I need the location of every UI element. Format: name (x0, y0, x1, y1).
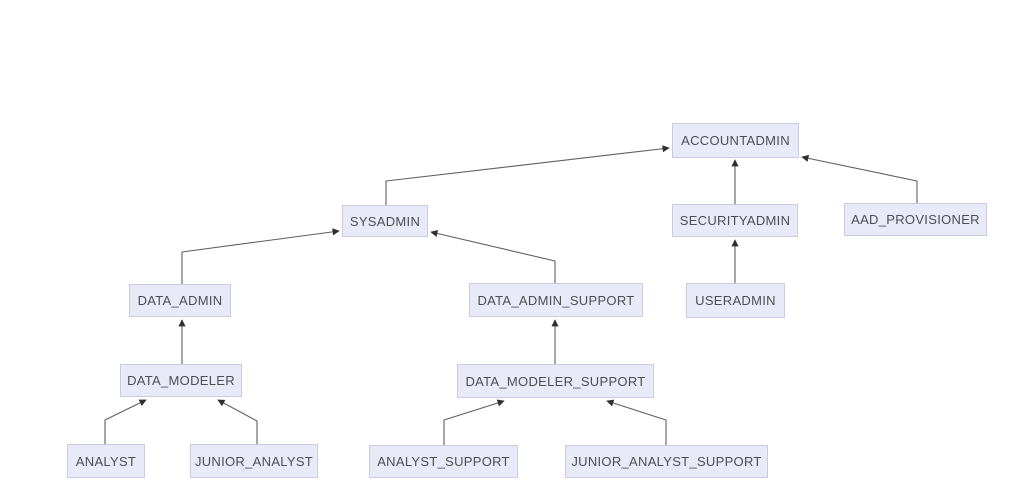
edge-data-admin-to-sysadmin (181, 228, 340, 284)
node-data-modeler-support: DATA_MODELER_SUPPORT (457, 364, 654, 398)
edge-analyst-support-to-data-modeler-support (443, 399, 505, 445)
node-accountadmin: ACCOUNTADMIN (672, 123, 799, 158)
node-data-admin: DATA_ADMIN (129, 284, 231, 317)
node-securityadmin: SECURITYADMIN (672, 204, 798, 237)
edge-aad-provisioner-to-accountadmin (801, 154, 918, 203)
node-aad-provisioner: AAD_PROVISIONER (844, 203, 987, 236)
node-sysadmin: SYSADMIN (342, 205, 428, 237)
node-data-modeler: DATA_MODELER (120, 364, 242, 397)
edge-analyst-to-data-modeler (104, 399, 147, 444)
node-analyst: ANALYST (67, 444, 145, 478)
node-analyst-support: ANALYST_SUPPORT (369, 445, 518, 478)
node-junior-analyst-support: JUNIOR_ANALYST_SUPPORT (565, 445, 768, 478)
edge-junior-analyst-support-to-data-modeler-support (606, 399, 667, 445)
node-data-admin-support: DATA_ADMIN_SUPPORT (469, 283, 643, 317)
edge-sysadmin-to-accountadmin (385, 145, 670, 205)
edge-junior-analyst-to-data-modeler (217, 399, 258, 444)
node-junior-analyst: JUNIOR_ANALYST (190, 444, 318, 478)
edge-data-admin-support-to-sysadmin (430, 229, 556, 283)
node-useradmin: USERADMIN (686, 283, 785, 318)
